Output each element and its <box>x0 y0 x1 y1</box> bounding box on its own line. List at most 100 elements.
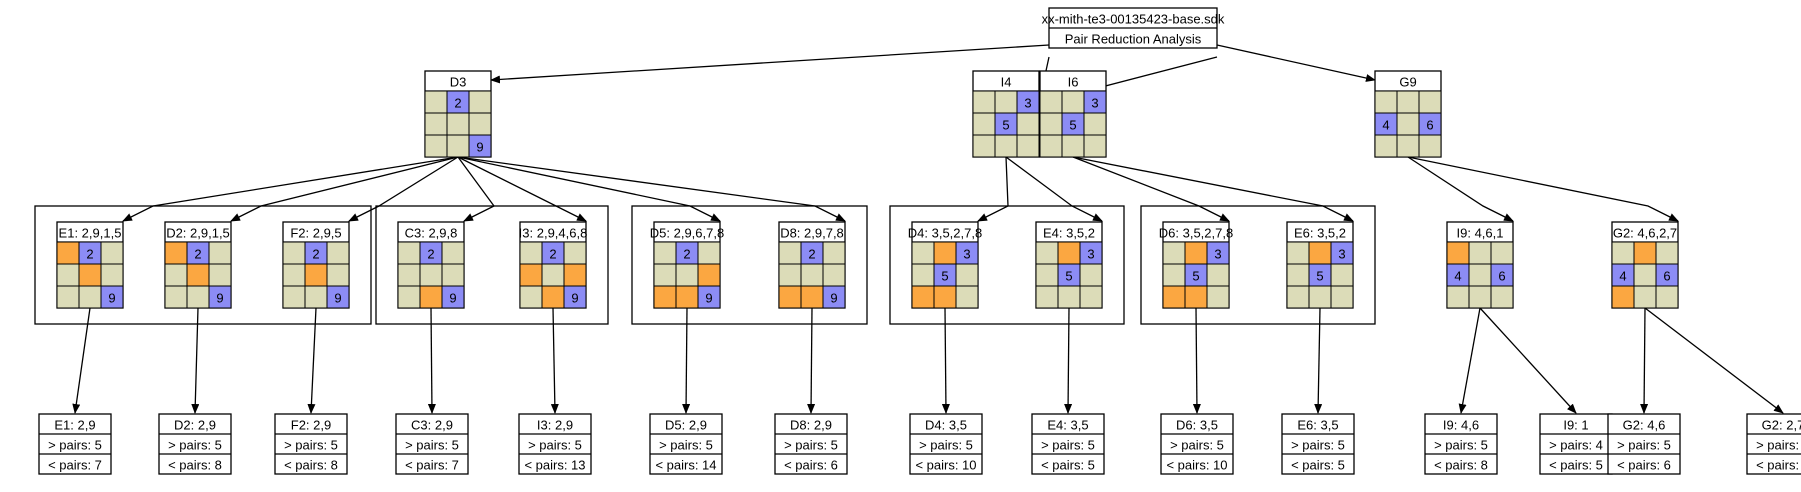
grid-cell <box>424 134 448 158</box>
grid-cell <box>56 263 80 287</box>
leaf-greater-pairs: > pairs: 5 <box>1291 438 1345 453</box>
grid-cell <box>100 285 124 309</box>
leaf-title: D2: 2,9 <box>174 418 216 433</box>
cluster-box <box>34 205 372 325</box>
leaf-less-pairs: < pairs: 6 <box>784 458 838 473</box>
grid-cell <box>1396 112 1420 136</box>
grid-cell <box>397 263 421 287</box>
leaf-greater-pairs: > pairs: 5 <box>1434 438 1488 453</box>
grid-cell <box>1374 134 1398 158</box>
leaf-node: E6: 3,5> pairs: 5< pairs: 5 <box>1281 413 1355 475</box>
grid-cell <box>653 263 677 287</box>
cell-digit: 2 <box>427 247 434 262</box>
leaf-title: D6: 3,5 <box>1176 418 1218 433</box>
leaf-title: G2: 2,7 <box>1762 418 1801 433</box>
cluster-box <box>631 205 868 325</box>
grid-cell <box>519 263 543 287</box>
cell-digit: 9 <box>705 291 712 306</box>
grid-cell <box>208 263 232 287</box>
cell-digit: 5 <box>1192 269 1199 284</box>
leaf-frame <box>649 413 723 475</box>
edge-arrow <box>457 156 495 222</box>
grid-cell <box>468 112 492 136</box>
grid-cell <box>1286 241 1310 265</box>
grid-cell <box>911 241 935 265</box>
cell-digit: 4 <box>1454 269 1461 284</box>
leaf-node: D8: 2,9> pairs: 5< pairs: 6 <box>774 413 848 475</box>
grid-cell <box>1061 90 1085 114</box>
grid-cell <box>1633 285 1657 309</box>
node-label: G2: 4,6,2,7 <box>1613 226 1677 241</box>
edge-arrow <box>1005 156 1103 222</box>
leaf-greater-pairs: > pairs: 5 <box>405 438 459 453</box>
grid-cell <box>424 112 448 136</box>
grid-cell <box>1016 112 1040 136</box>
grid-cell <box>955 263 979 287</box>
grid-cell <box>1206 263 1230 287</box>
level2-node-D2: D2: 2,9,1,529 <box>164 221 232 309</box>
leaf-frame <box>774 413 848 475</box>
grid-cell <box>1374 90 1398 114</box>
grid-cell <box>282 285 306 309</box>
grid-cell <box>1057 241 1081 265</box>
grid-cell <box>56 241 80 265</box>
leaf-node: G2: 2,7> pairs: 5< pairs: 6 <box>1746 413 1801 475</box>
edge-arrow <box>977 156 1009 222</box>
leaf-less-pairs: < pairs: 10 <box>915 458 976 473</box>
grid-cell <box>446 112 470 136</box>
level2-node-E4: E4: 3,5,235 <box>1035 221 1103 309</box>
leaf-greater-pairs: > pairs: 5 <box>1617 438 1671 453</box>
grid-cell <box>282 263 306 287</box>
cell-digit: 3 <box>1087 247 1094 262</box>
node-label: F2: 2,9,5 <box>290 226 341 241</box>
edge-arrow <box>490 44 1050 84</box>
grid-cell <box>468 134 492 158</box>
grid-cell <box>1633 241 1657 265</box>
node-label: I6 <box>1068 75 1079 90</box>
grid-cell <box>541 285 565 309</box>
leaf-frame <box>1031 413 1105 475</box>
node-label: I9: 4,6,1 <box>1457 226 1504 241</box>
cell-digit: 9 <box>108 291 115 306</box>
level2-node-E6: E6: 3,5,235 <box>1286 221 1354 309</box>
leaf-title: I9: 1 <box>1563 418 1588 433</box>
leaf-less-pairs: < pairs: 5 <box>1549 458 1603 473</box>
edge-arrow <box>191 307 200 414</box>
leaf-less-pairs: < pairs: 7 <box>48 458 102 473</box>
edge-arrow <box>1640 307 1649 414</box>
edge-arrow <box>682 307 691 414</box>
leaf-node: D5: 2,9> pairs: 5< pairs: 14 <box>649 413 723 475</box>
leaf-frame <box>158 413 232 475</box>
grid-cell <box>822 241 846 265</box>
grid-cell <box>675 285 699 309</box>
grid-cell <box>778 263 802 287</box>
grid-cell <box>326 241 350 265</box>
grid-cell <box>1330 285 1354 309</box>
cell-digit: 3 <box>1214 247 1221 262</box>
cell-digit: 5 <box>1316 269 1323 284</box>
leaf-less-pairs: < pairs: 6 <box>1756 458 1801 473</box>
level2-node-D5: D5: 2,9,6,7,829 <box>650 221 724 309</box>
level2-node-D4: D4: 3,5,2,7,835 <box>908 221 982 309</box>
node-label: I4 <box>1001 75 1012 90</box>
grid-cell <box>1162 241 1186 265</box>
cell-digit: 2 <box>86 247 93 262</box>
grid-cell <box>419 285 443 309</box>
leaf-title: I9: 4,6 <box>1443 418 1479 433</box>
edge-arrow <box>1314 307 1323 414</box>
grid-cell <box>441 263 465 287</box>
cell-digit: 5 <box>1069 118 1076 133</box>
cell-digit: 4 <box>1619 269 1626 284</box>
leaf-less-pairs: < pairs: 5 <box>1041 458 1095 473</box>
grid-cell <box>186 285 210 309</box>
leaf-title: F2: 2,9 <box>291 418 331 433</box>
grid-cell <box>1396 90 1420 114</box>
level2-node-I3: I3: 2,9,4,6,829 <box>519 221 588 309</box>
node-label: I3: 2,9,4,6,8 <box>519 226 588 241</box>
grid-cell <box>1308 285 1332 309</box>
leaf-node: G2: 4,6> pairs: 5< pairs: 6 <box>1607 413 1681 475</box>
grid-cell <box>1206 285 1230 309</box>
